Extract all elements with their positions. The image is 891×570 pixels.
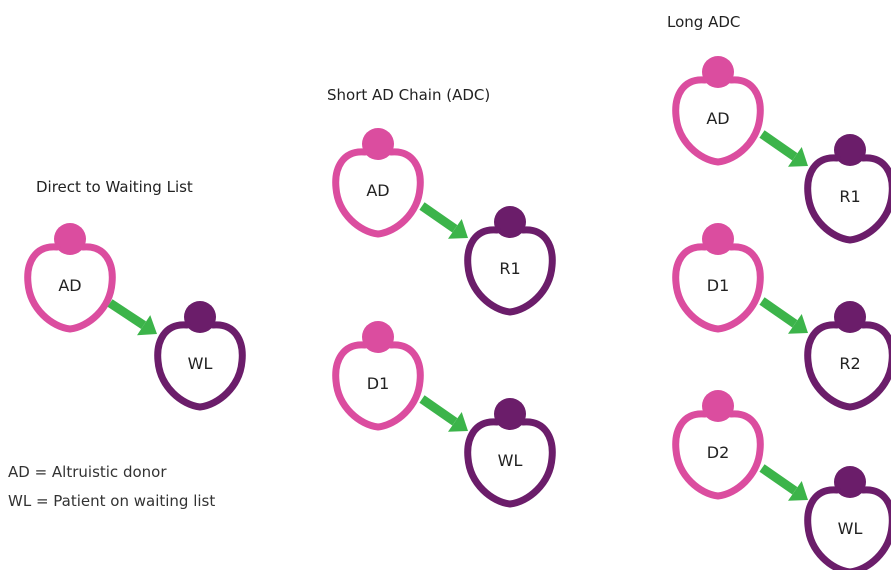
person-head-shape <box>834 134 866 166</box>
person-head-shape <box>362 321 394 353</box>
person-body-shape <box>672 76 764 166</box>
person-body-shape <box>332 341 424 431</box>
arrow-head <box>788 481 808 501</box>
panel-title-short-chain: Short AD Chain (ADC) <box>327 86 490 104</box>
arrow-short-d1-to-wl <box>419 395 468 432</box>
arrow-shaft <box>759 130 798 161</box>
node-label: D1 <box>367 374 390 393</box>
arrow-long-d2-to-wl <box>759 464 808 501</box>
person-head-shape <box>494 398 526 430</box>
node-short-r1: R1 <box>464 206 556 316</box>
arrow-head <box>448 412 468 432</box>
node-label: WL <box>188 354 213 373</box>
person-body-shape <box>804 321 891 411</box>
legend-item-ad: AD = Altruistic donor <box>8 463 167 481</box>
panel-short-chain: AD R1 D1 WL <box>332 128 556 508</box>
node-long-r1: R1 <box>804 134 891 244</box>
panel-direct: AD WL <box>24 223 246 411</box>
arrow-shaft <box>759 297 798 328</box>
node-label: D2 <box>707 443 730 462</box>
arrow-head <box>788 314 808 334</box>
node-long-d2: D2 <box>672 390 764 500</box>
arrow-short-ad-to-r1 <box>419 202 468 239</box>
node-label: WL <box>498 451 523 470</box>
arrow-head <box>137 315 157 336</box>
person-body-shape <box>332 148 424 238</box>
node-long-ad: AD <box>672 56 764 166</box>
person-body-shape <box>804 486 891 570</box>
person-head-shape <box>702 223 734 255</box>
node-long-d1: D1 <box>672 223 764 333</box>
legend: AD = Altruistic donor WL = Patient on wa… <box>8 463 215 510</box>
person-body-shape <box>154 321 246 411</box>
person-head-shape <box>702 56 734 88</box>
person-body-shape <box>672 243 764 333</box>
person-body-shape <box>672 410 764 500</box>
person-head-shape <box>702 390 734 422</box>
node-label: R1 <box>839 187 860 206</box>
arrow-shaft <box>419 395 458 426</box>
person-body-shape <box>24 243 116 333</box>
node-short-d1: D1 <box>332 321 424 431</box>
panel-title-long-chain: Long ADC <box>667 13 740 31</box>
node-label: WL <box>838 519 863 538</box>
person-head-shape <box>834 466 866 498</box>
arrow-head <box>788 147 808 167</box>
node-direct-wl: WL <box>154 301 246 411</box>
node-label: D1 <box>707 276 730 295</box>
arrow-long-ad-to-r1 <box>759 130 808 167</box>
node-short-wl: WL <box>464 398 556 508</box>
node-label: R2 <box>839 354 860 373</box>
node-label: AD <box>58 276 81 295</box>
arrow-head <box>448 219 468 239</box>
person-head-shape <box>184 301 216 333</box>
node-direct-ad: AD <box>24 223 116 333</box>
node-short-ad: AD <box>332 128 424 238</box>
arrow-direct-ad-to-wl <box>107 299 157 336</box>
person-body-shape <box>804 154 891 244</box>
arrow-shaft <box>107 299 147 329</box>
node-label: AD <box>366 181 389 200</box>
person-head-shape <box>494 206 526 238</box>
person-body-shape <box>464 418 556 508</box>
arrow-shaft <box>759 464 798 495</box>
person-head-shape <box>834 301 866 333</box>
person-body-shape <box>464 226 556 316</box>
person-head-shape <box>54 223 86 255</box>
node-label: R1 <box>499 259 520 278</box>
panel-long-chain: AD R1 D1 R2 D2 WL <box>672 56 891 570</box>
node-label: AD <box>706 109 729 128</box>
arrow-long-d1-to-r2 <box>759 297 808 334</box>
node-long-wl: WL <box>804 466 891 570</box>
legend-item-wl: WL = Patient on waiting list <box>8 492 215 510</box>
panel-title-direct: Direct to Waiting List <box>36 178 193 196</box>
person-head-shape <box>362 128 394 160</box>
arrow-shaft <box>419 202 458 233</box>
node-long-r2: R2 <box>804 301 891 411</box>
